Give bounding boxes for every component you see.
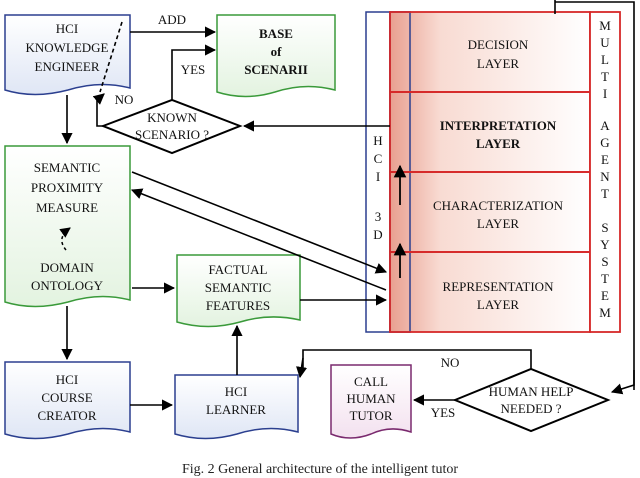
hci3d-1: H — [373, 133, 382, 148]
creator-line3: CREATOR — [38, 408, 97, 423]
semantic-line3: MEASURE — [36, 200, 98, 215]
hci-knowledge-engineer-line1: HCI — [56, 21, 78, 36]
creator-line2: COURSE — [41, 390, 92, 405]
edge-yes — [171, 44, 217, 100]
ontology-line1: DOMAIN — [40, 260, 94, 275]
mas-12: S — [601, 254, 608, 269]
help-line2: NEEDED ? — [500, 401, 561, 416]
factual-semantic-features-node: FACTUAL SEMANTIC FEATURES — [176, 254, 301, 328]
interpretation-line2: LAYER — [476, 136, 521, 151]
edge-representation-semantic — [130, 188, 387, 291]
layer-stack: DECISION LAYER INTERPRETATION LAYER CHAR… — [389, 11, 591, 333]
mas-2: L — [601, 52, 609, 67]
edge-to-help — [610, 370, 635, 395]
human-help-decision: HUMAN HELP NEEDED ? — [452, 367, 611, 433]
mas-13: T — [601, 271, 609, 286]
ontology-line2: ONTOLOGY — [31, 278, 104, 293]
decision-line2: LAYER — [477, 56, 519, 71]
decision-line1: DECISION — [468, 37, 529, 52]
mas-3: T — [601, 69, 609, 84]
factual-line1: FACTUAL — [209, 262, 268, 277]
hci-knowledge-engineer-line2: KNOWLEDGE — [25, 40, 108, 55]
hci-course-creator-node: HCI COURSE CREATOR — [4, 361, 131, 440]
tutor-line3: TUTOR — [349, 408, 392, 423]
known-scenario-line1: KNOWN — [147, 110, 197, 125]
representation-line2: LAYER — [477, 297, 519, 312]
characterization-line2: LAYER — [477, 216, 519, 231]
base-line1: BASE — [259, 26, 293, 41]
label-yes-top: YES — [181, 62, 206, 77]
hci-learner-node: HCI LEARNER — [174, 374, 299, 440]
factual-line3: FEATURES — [206, 298, 270, 313]
base-of-scenarii-node: BASE of SCENARII — [216, 14, 336, 98]
tutor-line1: CALL — [354, 374, 388, 389]
semantic-ontology-node: SEMANTIC PROXIMITY MEASURE DOMAIN ONTOLO… — [4, 145, 131, 308]
edge-dashed-engineer — [99, 21, 123, 93]
characterization-line1: CHARACTERIZATION — [433, 198, 564, 213]
representation-line1: REPRESENTATION — [443, 279, 555, 294]
edge-top-right — [555, 1, 635, 390]
mas-15: M — [599, 305, 611, 320]
edges — [61, 0, 635, 411]
mas-1: U — [600, 35, 610, 50]
base-line2: of — [271, 44, 283, 59]
multi-agent-system-column: M U L T I A G E N T S Y S T E M — [589, 11, 621, 333]
interpretation-line1: INTERPRETATION — [440, 118, 557, 133]
factual-line2: SEMANTIC — [205, 280, 271, 295]
mas-7: E — [601, 152, 609, 167]
creator-line1: HCI — [56, 372, 78, 387]
learner-line2: LEARNER — [206, 402, 266, 417]
mas-6: G — [600, 135, 609, 150]
base-line3: SCENARII — [244, 62, 308, 77]
mas-9: T — [601, 186, 609, 201]
label-yes-bottom: YES — [431, 405, 456, 420]
mas-4: I — [603, 86, 607, 101]
mas-11: Y — [600, 237, 610, 252]
internal-dashed-arrow — [59, 227, 71, 251]
known-scenario-decision: KNOWN SCENARIO ? — [100, 98, 243, 155]
tutor-line2: HUMAN — [346, 391, 396, 406]
mas-10: S — [601, 220, 608, 235]
edge-semantic-representation — [131, 171, 388, 274]
semantic-line2: PROXIMITY — [31, 180, 104, 195]
edge-no-bottom-head — [296, 357, 308, 379]
label-no-left: NO — [115, 92, 134, 107]
hci-knowledge-engineer-node: HCI KNOWLEDGE ENGINEER — [4, 14, 131, 96]
help-line1: HUMAN HELP — [489, 384, 574, 399]
semantic-line1: SEMANTIC — [34, 160, 100, 175]
hci3d-5: D — [373, 227, 382, 242]
label-no-bottom: NO — [441, 355, 460, 370]
call-human-tutor-node: CALL HUMAN TUTOR — [330, 364, 412, 439]
label-add: ADD — [158, 12, 186, 27]
mas-5: A — [600, 118, 610, 133]
mas-8: N — [600, 169, 610, 184]
hci3d-2: C — [374, 151, 383, 166]
edge-no — [92, 93, 105, 127]
learner-line1: HCI — [225, 384, 247, 399]
figure-caption: Fig. 2 General architecture of the intel… — [181, 462, 458, 477]
hci-knowledge-engineer-line3: ENGINEER — [35, 59, 100, 74]
hci3d-4: 3 — [375, 209, 382, 224]
known-scenario-line2: SCENARIO ? — [135, 127, 209, 142]
mas-0: M — [599, 18, 611, 33]
mas-14: E — [601, 288, 609, 303]
hci3d-3: I — [376, 169, 380, 184]
